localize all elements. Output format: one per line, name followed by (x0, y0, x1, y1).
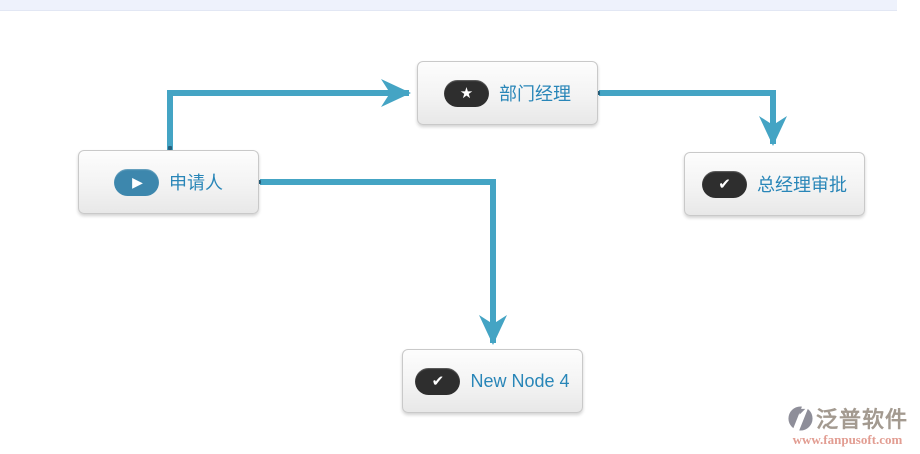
flow-node-new-node-4[interactable]: ✔ New Node 4 (402, 349, 583, 413)
play-icon: ▶ (114, 168, 159, 196)
watermark-url: www.fanpusoft.com (792, 432, 903, 447)
connector-dept-manager-to-gm-approval[interactable] (599, 90, 787, 146)
flow-node-dept-manager[interactable]: ★ 部门经理 (417, 61, 598, 125)
anchor-dot[interactable] (596, 91, 600, 95)
star-glyph: ★ (459, 84, 474, 102)
watermark-brand: 泛普软件 (815, 407, 908, 432)
connector-applicant-to-new-node-4[interactable] (260, 179, 507, 345)
node-label-gm-approval: 总经理审批 (757, 175, 847, 195)
anchor-dot[interactable] (257, 180, 261, 184)
check-glyph: ✔ (431, 372, 445, 390)
watermark: 泛普软件 www.fanpusoft.com (787, 402, 908, 448)
node-label-applicant: 申请人 (169, 173, 223, 193)
check-icon: ✔ (415, 367, 461, 395)
node-label-dept-manager: 部门经理 (499, 84, 571, 104)
connector-applicant-to-dept-manager[interactable] (167, 79, 411, 150)
fanpu-logo-icon (788, 404, 813, 432)
top-bar (0, 0, 897, 11)
node-label-new-node-4: New Node 4 (470, 370, 570, 391)
flow-node-gm-approval[interactable]: ✔ 总经理审批 (684, 152, 865, 216)
anchor-dot[interactable] (168, 146, 172, 150)
flow-node-applicant[interactable]: ▶ 申请人 (78, 150, 259, 214)
star-icon: ★ (444, 79, 489, 107)
play-glyph: ▶ (132, 174, 143, 190)
check-icon: ✔ (702, 170, 747, 198)
check-glyph: ✔ (718, 175, 731, 193)
